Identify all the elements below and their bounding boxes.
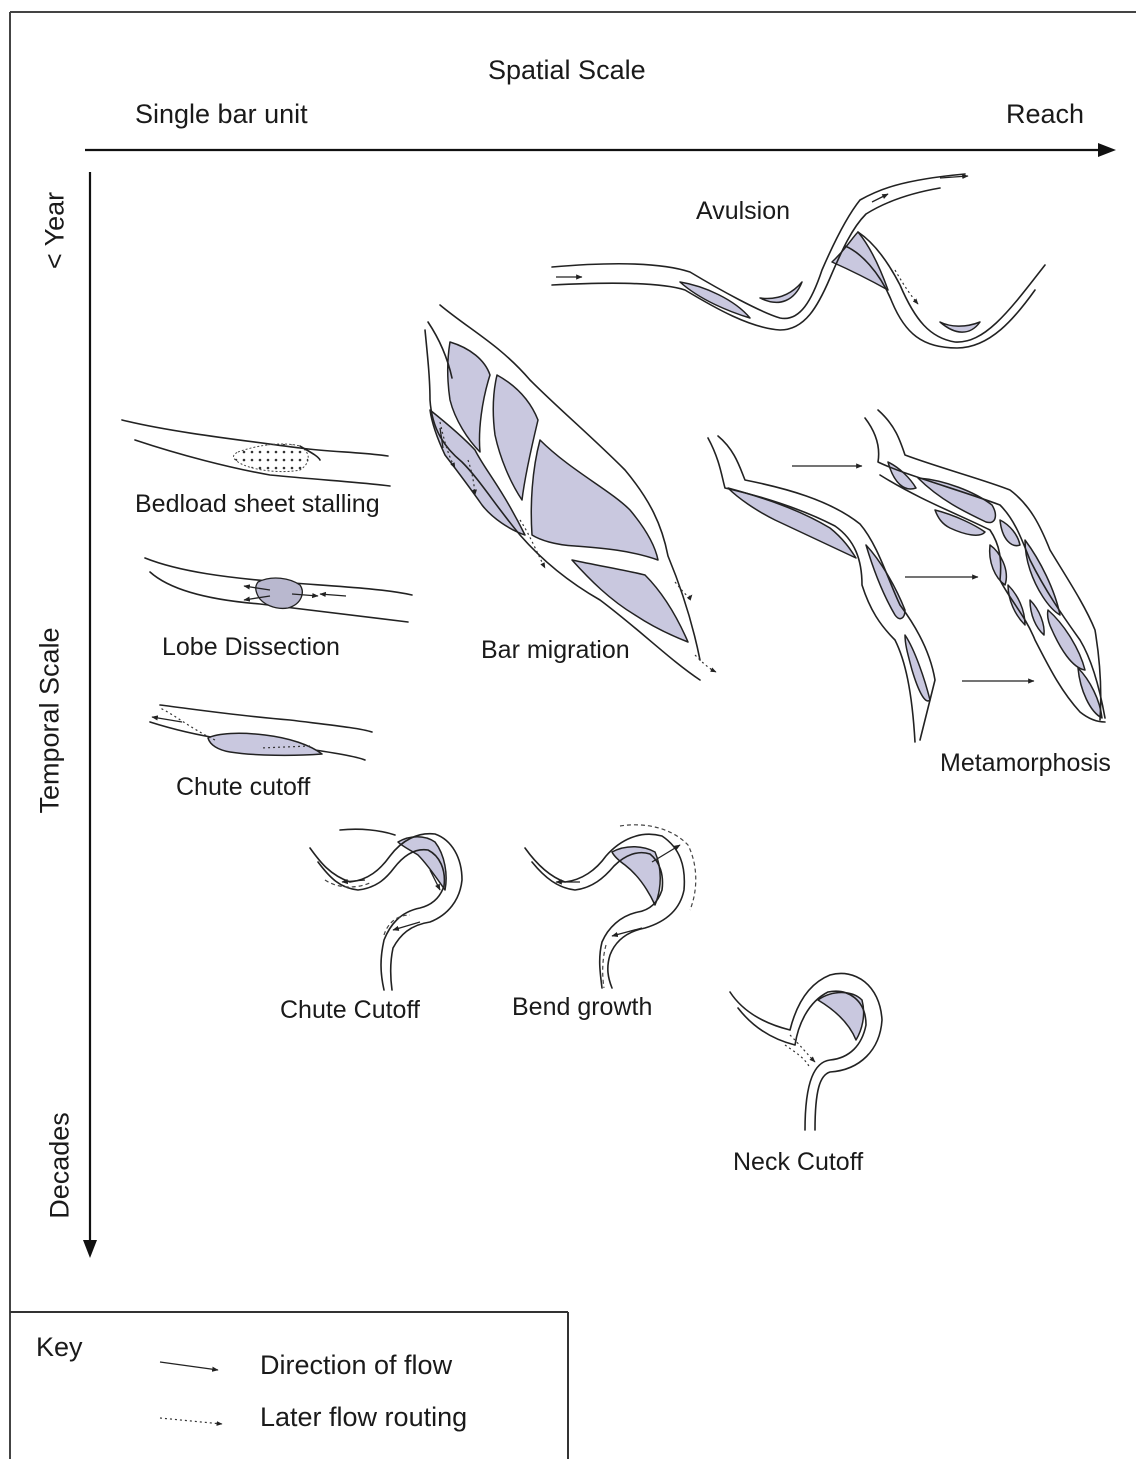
label-metamorphosis: Metamorphosis bbox=[940, 749, 1111, 778]
label-neck-cutoff: Neck Cutoff bbox=[733, 1148, 863, 1177]
bedload-sketch bbox=[122, 420, 390, 486]
key-later-arrow bbox=[160, 1418, 222, 1424]
label-avulsion: Avulsion bbox=[696, 197, 790, 226]
chute-cutoff-small-sketch bbox=[150, 705, 372, 760]
bend-growth-sketch bbox=[525, 825, 696, 988]
key-box bbox=[10, 1312, 568, 1459]
spatial-left-label: Single bar unit bbox=[135, 99, 308, 130]
metamorphosis-sketch bbox=[708, 410, 1105, 742]
avulsion-sketch bbox=[552, 174, 1045, 348]
label-chute-cutoff-small: Chute cutoff bbox=[176, 773, 310, 802]
label-bedload-sheet-stalling: Bedload sheet stalling bbox=[135, 490, 380, 519]
key-title: Key bbox=[36, 1332, 83, 1363]
label-bar-migration: Bar migration bbox=[481, 636, 630, 665]
key-later-flow-routing: Later flow routing bbox=[260, 1402, 467, 1433]
key-direction-of-flow: Direction of flow bbox=[260, 1350, 452, 1381]
label-chute-cutoff-large: Chute Cutoff bbox=[280, 996, 420, 1025]
temporal-top-label: < Year bbox=[40, 186, 71, 276]
label-lobe-dissection: Lobe Dissection bbox=[162, 633, 340, 662]
key-flow-arrow bbox=[160, 1362, 218, 1370]
neck-cutoff-sketch bbox=[730, 973, 882, 1130]
label-bend-growth: Bend growth bbox=[512, 993, 652, 1022]
figure-frame bbox=[10, 12, 1136, 1459]
bar-migration-sketch bbox=[425, 305, 716, 680]
chute-cutoff-large-sketch bbox=[310, 829, 462, 990]
temporal-scale-title: Temporal Scale bbox=[35, 621, 66, 821]
spatial-axis-arrow bbox=[85, 143, 1116, 157]
lobe-dissection-sketch bbox=[145, 558, 412, 622]
spatial-scale-title: Spatial Scale bbox=[488, 55, 646, 86]
temporal-bottom-label: Decades bbox=[45, 1101, 76, 1231]
spatial-right-label: Reach bbox=[1006, 99, 1084, 130]
temporal-axis-arrow bbox=[83, 172, 97, 1258]
